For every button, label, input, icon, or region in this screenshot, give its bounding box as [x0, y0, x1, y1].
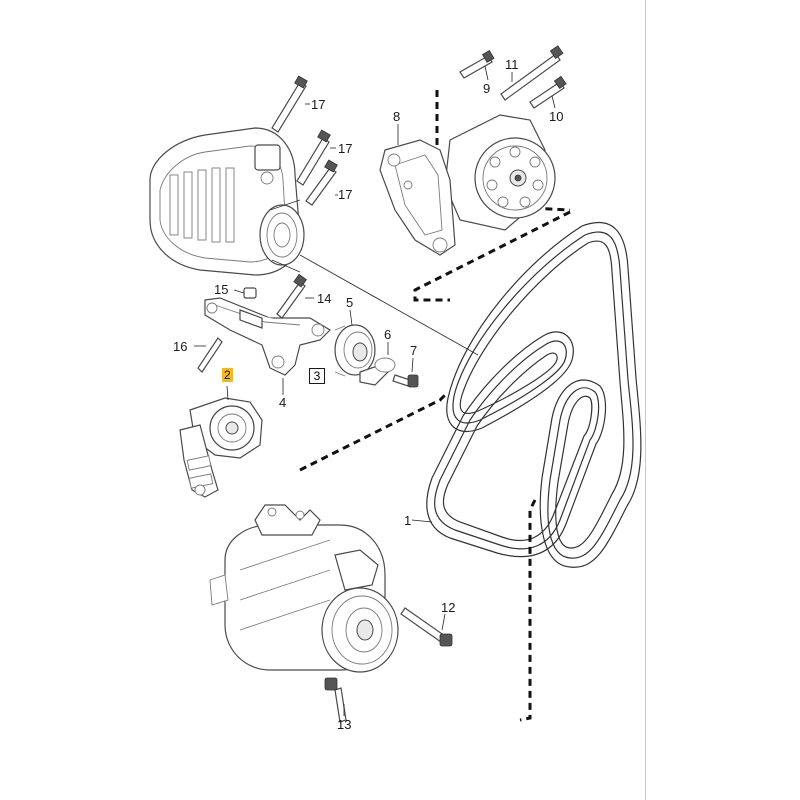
callout-15: 15: [214, 282, 229, 297]
callout-7: 7: [410, 343, 418, 358]
compressor-bolts: [324, 607, 453, 723]
callout-3-boxed: 3: [309, 368, 325, 384]
drive-belt: [411, 221, 642, 568]
tensioner-bracket: [204, 297, 331, 395]
callout-17-upper: 17: [311, 97, 326, 112]
callout-12: 12: [441, 600, 456, 615]
callout-17-middle: 17: [338, 141, 353, 156]
idler-pulley: [334, 309, 376, 377]
ac-compressor: [209, 504, 399, 673]
pump-bracket: [379, 139, 456, 256]
alternator: [149, 127, 479, 356]
tensioner-hardware: [194, 273, 314, 373]
pump-bolts: [397, 45, 567, 145]
callout-13: 13: [337, 717, 352, 732]
callout-6: 6: [384, 327, 392, 342]
callout-11: 11: [505, 57, 519, 72]
callout-4: 4: [279, 395, 287, 410]
pulley-cover-and-bolt: [359, 342, 419, 388]
callout-10: 10: [549, 109, 564, 124]
belt-tensioner: [179, 385, 263, 498]
power-steering-pump: [444, 114, 556, 231]
callout-5: 5: [346, 295, 354, 310]
callout-9: 9: [483, 81, 491, 96]
callout-14: 14: [317, 291, 332, 306]
callout-1: 1: [404, 513, 412, 528]
page-edge-rule: [645, 0, 646, 800]
alternator-bolts: [271, 75, 338, 206]
callout-2-highlighted: 2: [222, 368, 233, 382]
callout-17-lower: 17: [338, 187, 353, 202]
callout-16: 16: [173, 339, 188, 354]
callout-8: 8: [393, 109, 401, 124]
